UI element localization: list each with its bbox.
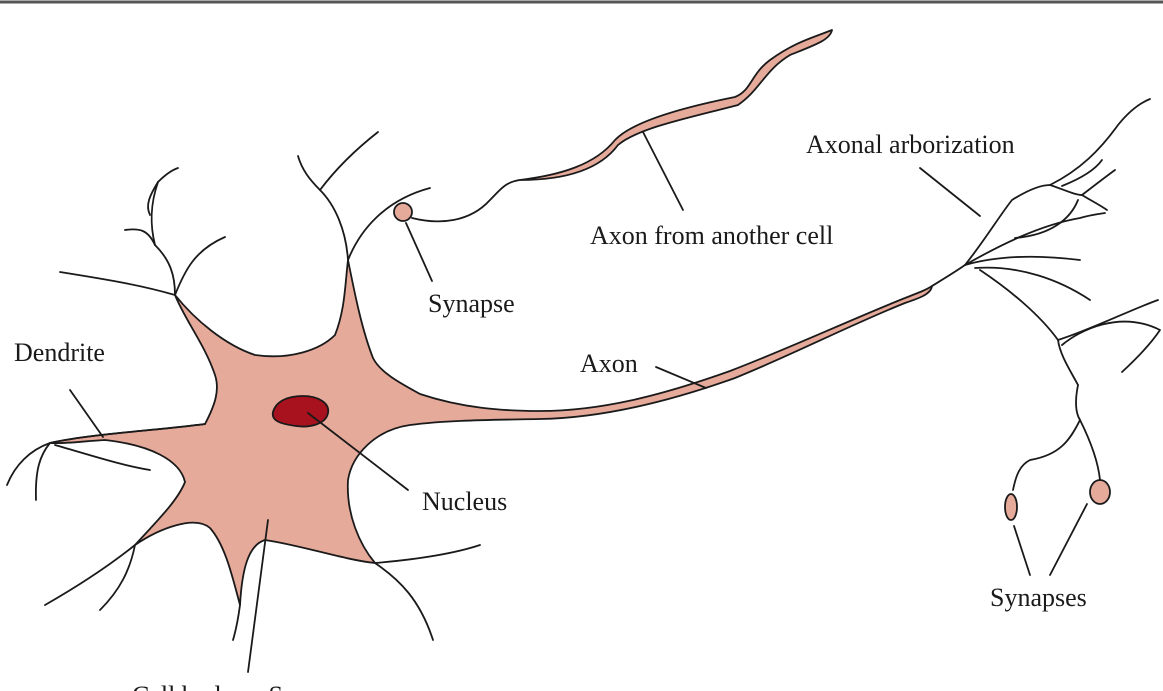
- leader-lines: [69, 131, 1088, 673]
- label-synapses: Synapses: [990, 583, 1087, 612]
- dendrites: [6, 131, 481, 641]
- cell-body-soma: [49, 259, 933, 606]
- label-axon: Axon: [580, 349, 638, 378]
- label-cell-body: Cell body or Soma: [132, 681, 328, 691]
- label-axonal-arborization: Axonal arborization: [806, 130, 1015, 159]
- label-nucleus: Nucleus: [422, 487, 507, 516]
- synapse-terminal-left: [1004, 493, 1018, 521]
- incoming-synapse-terminal: [393, 202, 413, 222]
- incoming-axon: [393, 29, 833, 223]
- label-axon-from-another-cell: Axon from another cell: [590, 221, 833, 250]
- axonal-arborization: [931, 98, 1161, 521]
- label-dendrite: Dendrite: [14, 338, 105, 367]
- label-synapse: Synapse: [428, 289, 515, 318]
- synapse-terminal-right: [1089, 479, 1111, 505]
